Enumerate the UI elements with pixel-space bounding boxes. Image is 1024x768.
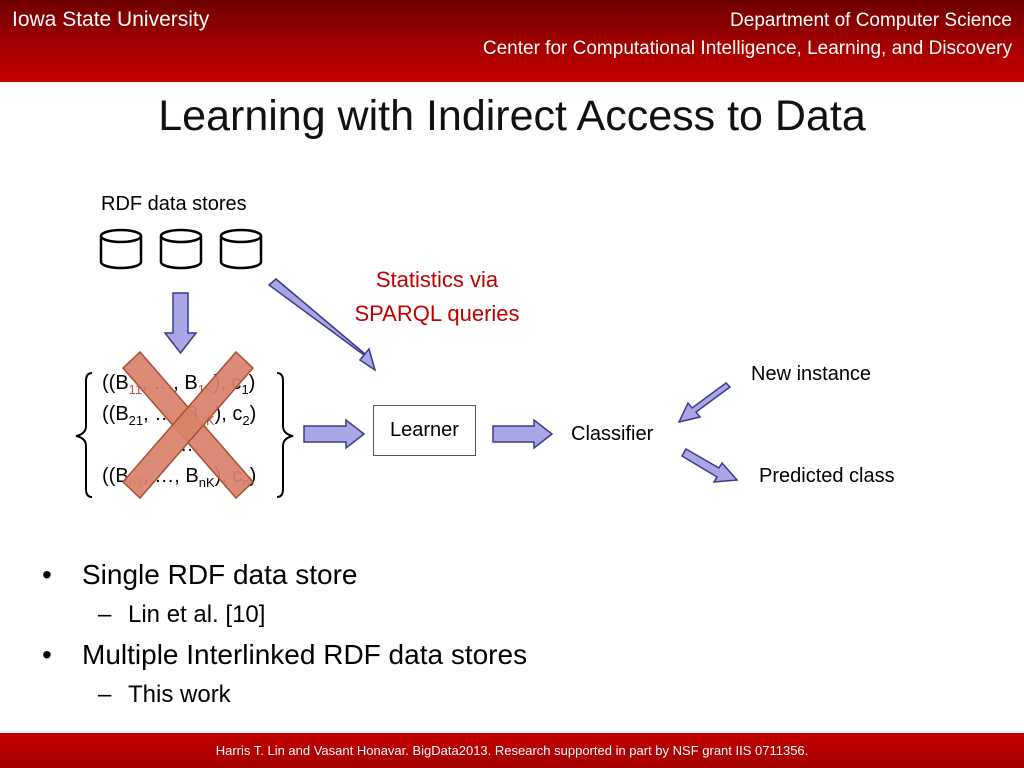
dash-icon: – bbox=[98, 601, 112, 628]
data-tuple: ((B11, …, B1K), c1) bbox=[102, 372, 256, 397]
data-tuple-ellipsis: … bbox=[180, 434, 200, 456]
classifier-label: Classifier bbox=[571, 423, 654, 445]
learner-label: Learner bbox=[390, 419, 459, 441]
dash-icon: – bbox=[98, 681, 112, 708]
arrow-down-icon bbox=[163, 292, 198, 355]
arrow-down-right-icon bbox=[680, 447, 739, 483]
bullet-dot-icon: • bbox=[42, 639, 52, 670]
database-icon bbox=[159, 228, 203, 270]
arrow-down-left-icon bbox=[677, 382, 732, 424]
data-tuple: ((B21, …, B2K), c2) bbox=[102, 403, 257, 428]
arrow-right-icon bbox=[492, 418, 554, 450]
learner-box: Learner bbox=[373, 405, 476, 456]
statistics-label: Statistics via SPARQL queries bbox=[340, 263, 534, 331]
predicted-class-label: Predicted class bbox=[759, 465, 895, 487]
statistics-label-line1: Statistics via bbox=[375, 267, 499, 292]
bullet-item: • Multiple Interlinked RDF data stores bbox=[42, 635, 527, 675]
center-name: Center for Computational Intelligence, L… bbox=[482, 38, 1012, 59]
right-brace-icon bbox=[276, 372, 294, 498]
sub-bullet-item: – This work bbox=[42, 675, 527, 715]
slide-footer: Harris T. Lin and Vasant Honavar. BigDat… bbox=[0, 733, 1024, 768]
database-icon bbox=[99, 228, 143, 270]
department-name: Department of Computer Science bbox=[730, 10, 1012, 31]
data-tuple: ((Bn1, …, BnK), cn) bbox=[102, 465, 257, 490]
bullet-list: • Single RDF data store – Lin et al. [10… bbox=[42, 555, 527, 715]
new-instance-label: New instance bbox=[751, 363, 872, 385]
bullet-text: Single RDF data store bbox=[82, 559, 358, 590]
arrow-diagonal-icon bbox=[267, 278, 377, 372]
university-name: Iowa State University bbox=[12, 8, 210, 31]
rdf-data-stores-label: RDF data stores bbox=[101, 193, 247, 215]
bullet-text: Multiple Interlinked RDF data stores bbox=[82, 639, 528, 670]
database-icon bbox=[219, 228, 263, 270]
bullet-item: • Single RDF data store bbox=[42, 555, 527, 595]
slide-header: Iowa State University Department of Comp… bbox=[0, 0, 1024, 82]
left-brace-icon bbox=[75, 372, 93, 498]
sub-bullet-text: This work bbox=[128, 681, 231, 708]
statistics-label-line2: SPARQL queries bbox=[354, 301, 520, 326]
arrow-right-icon bbox=[303, 418, 366, 450]
sub-bullet-text: Lin et al. [10] bbox=[128, 601, 266, 628]
bullet-dot-icon: • bbox=[42, 559, 52, 590]
slide-title: Learning with Indirect Access to Data bbox=[158, 92, 866, 140]
sub-bullet-item: – Lin et al. [10] bbox=[42, 595, 527, 635]
department-info: Department of Computer Science Center fo… bbox=[483, 7, 1012, 63]
